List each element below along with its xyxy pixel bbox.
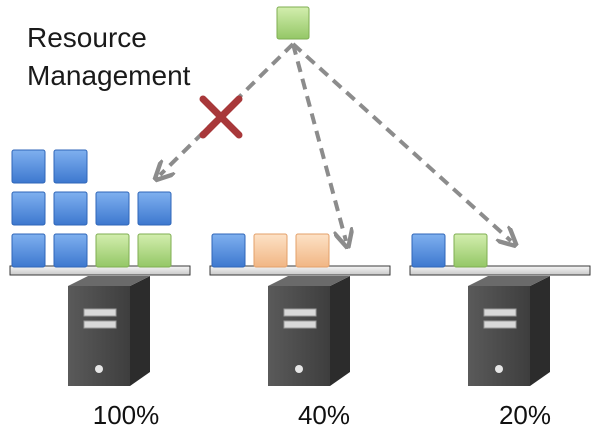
- server-1-task-green: [95, 233, 130, 268]
- server-1-icon: [68, 276, 150, 386]
- server-1-task-blue: [11, 233, 46, 268]
- server-3-icon: [468, 276, 550, 386]
- server-2-load-label: 40%: [297, 400, 351, 430]
- rejected-x-icon: [199, 95, 243, 139]
- assignment-arrows: [160, 42, 511, 241]
- server-3-shelf: [409, 265, 591, 276]
- server-2-icon: [268, 276, 350, 386]
- server-1-task-blue: [95, 191, 130, 226]
- task-stacks: [11, 149, 488, 268]
- arrow-to-server-2-allowed: [291, 43, 346, 241]
- reject-mark: [199, 95, 243, 139]
- servers: [9, 265, 591, 386]
- server-1-task-green: [137, 233, 172, 268]
- incoming-task: [276, 6, 310, 40]
- server-1-task-blue: [53, 191, 88, 226]
- server-2-task-orange: [253, 233, 288, 268]
- title-line-2: Management: [27, 60, 191, 91]
- server-1-task-blue: [53, 233, 88, 268]
- server-1-task-blue: [53, 149, 88, 184]
- server-1-task-blue: [11, 149, 46, 184]
- title-line-1: Resource: [27, 22, 147, 53]
- incoming-task-square: [276, 6, 310, 40]
- arrow-to-server-3-allowed: [291, 42, 511, 241]
- server-1-task-blue: [11, 191, 46, 226]
- server-2-task-blue: [211, 233, 246, 268]
- server-3-task-green: [453, 233, 488, 268]
- server-1-load-label: 100%: [92, 400, 160, 430]
- server-2-task-orange: [295, 233, 330, 268]
- server-3-load-label: 20%: [498, 400, 552, 430]
- server-3-task-blue: [411, 233, 446, 268]
- server-1-task-blue: [137, 191, 172, 226]
